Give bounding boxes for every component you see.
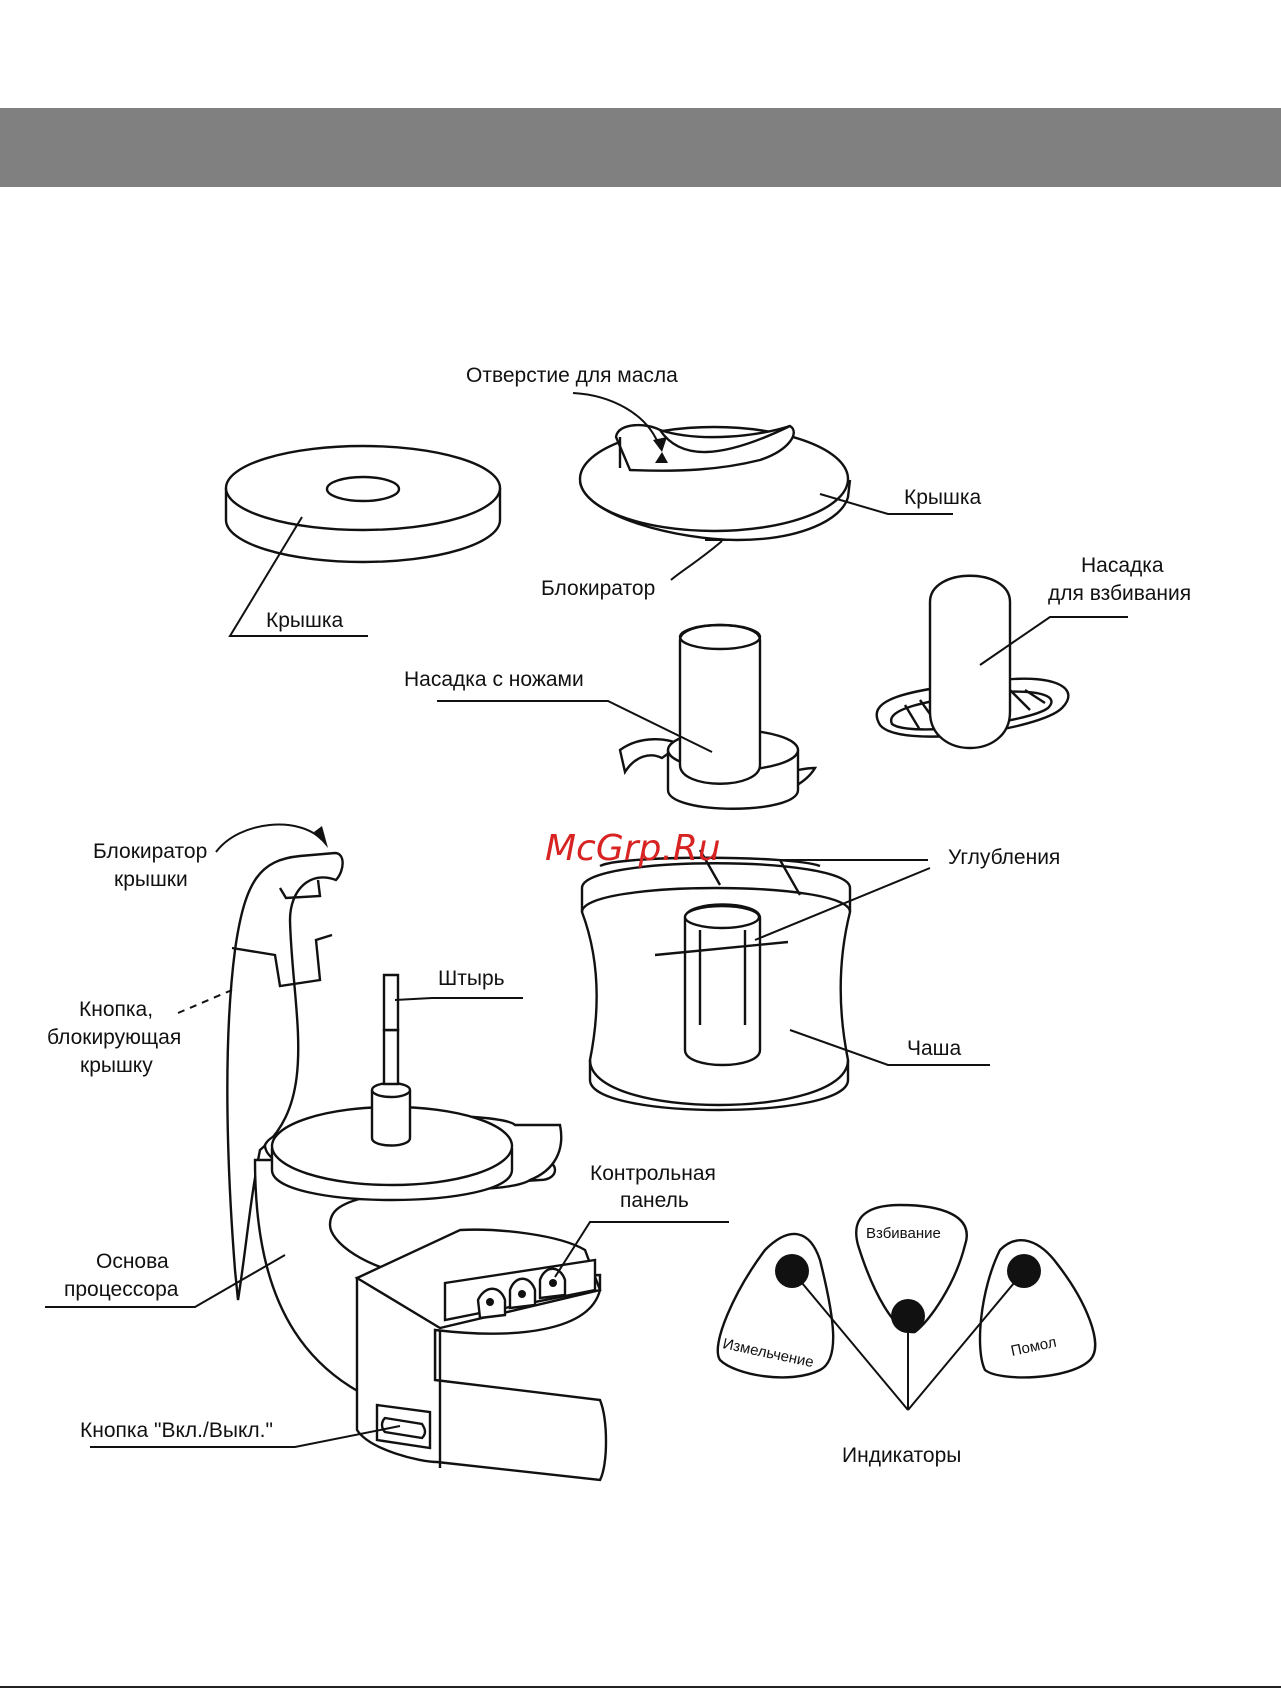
label-control-panel-2: панель — [620, 1189, 689, 1212]
label-mode-whip: Взбивание — [866, 1225, 941, 1242]
label-whisk-2: для взбивания — [1048, 582, 1191, 605]
disc-lid — [226, 446, 500, 562]
whisk-attachment — [877, 576, 1069, 748]
bowl — [582, 850, 850, 1110]
label-lid-top: Крышка — [904, 486, 982, 509]
leader-pin — [395, 998, 523, 1000]
label-blocker: Блокиратор — [541, 577, 655, 600]
label-blades: Насадка с ножами — [404, 668, 584, 691]
footer-rule — [0, 1686, 1281, 1688]
arrow-lid-lock — [216, 825, 322, 852]
processor-base — [227, 853, 606, 1480]
label-base-1: Основа — [96, 1250, 169, 1273]
label-indicators: Индикаторы — [842, 1444, 961, 1467]
label-bowl: Чаша — [907, 1037, 962, 1060]
label-lid-lock-2: крышки — [114, 868, 188, 891]
label-lock-button-2: блокирующая — [47, 1026, 181, 1049]
label-control-panel-1: Контрольная — [590, 1162, 716, 1185]
label-lid-lock-1: Блокиратор — [93, 840, 207, 863]
label-pin: Штырь — [438, 967, 505, 990]
top-lid — [580, 425, 850, 540]
label-power-button: Кнопка "Вкл./Выкл." — [80, 1419, 273, 1442]
watermark: McGrp.Ru — [545, 828, 721, 869]
leader-blocker — [671, 540, 740, 580]
label-whisk-1: Насадка — [1081, 554, 1164, 577]
label-lid-disc: Крышка — [266, 609, 344, 632]
blade-attachment — [620, 625, 815, 809]
label-lock-button-3: крышку — [80, 1054, 153, 1077]
label-lock-button-1: Кнопка, — [79, 998, 153, 1021]
label-base-2: процессора — [64, 1278, 179, 1301]
label-oil-hole: Отверстие для масла — [466, 364, 678, 387]
label-recesses: Углубления — [948, 846, 1060, 869]
leader-lock-button — [178, 990, 232, 1013]
